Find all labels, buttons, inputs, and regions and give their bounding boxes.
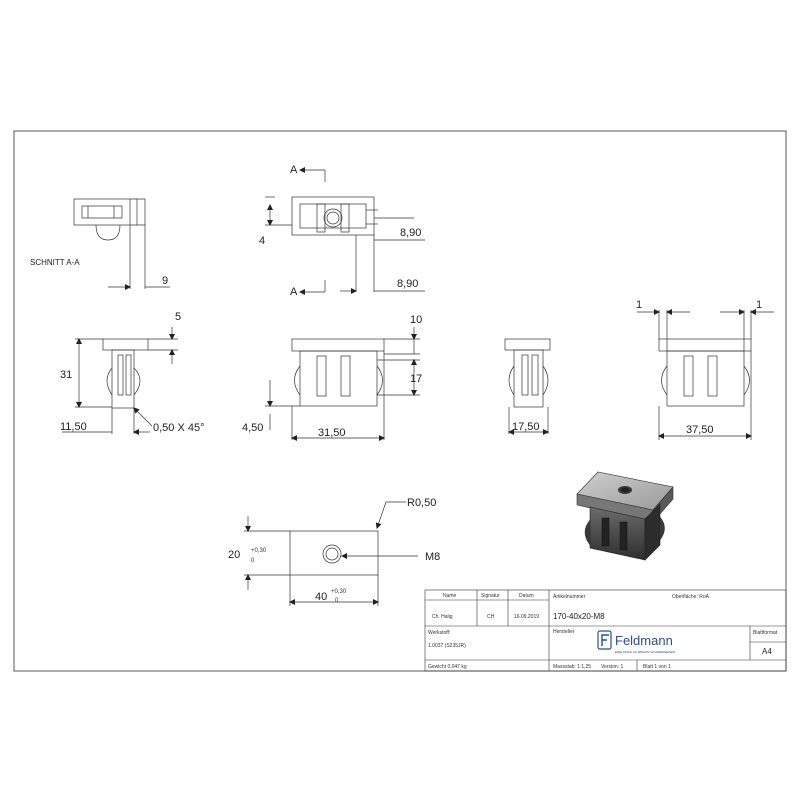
dim-plate-40-tol-minus: 0: [335, 598, 339, 604]
tb-blattformat-value: A4: [762, 647, 772, 656]
tb-artikel-value: 170-40x20-M8: [553, 612, 605, 621]
dim-plate-20: 20: [228, 549, 240, 561]
front-view: [265, 327, 420, 441]
dim-v1-chamfer: 0,50 X 45°: [153, 422, 205, 434]
tb-header-datum: Datum: [519, 593, 534, 599]
dim-v1-11-50: 11,50: [60, 421, 87, 433]
tb-gewicht: Gewicht 0,047 kg: [428, 664, 467, 670]
plate-view: [244, 501, 418, 606]
tb-blattformat-label: Blattformat: [753, 630, 778, 636]
dim-v1-5: 5: [175, 311, 181, 323]
top-view: [265, 167, 425, 295]
tb-artikel-label: Artikelnummer: [553, 594, 586, 600]
logo-subtext: EDELSTAHL ALUMINIUM SCHMIEDEEISEN: [615, 650, 675, 654]
side-view: [504, 338, 551, 435]
tb-hersteller-label: Hersteller: [553, 629, 575, 635]
tb-blatt: Blatt 1 von 1: [643, 664, 671, 670]
section-marker-bottom: A: [290, 286, 298, 298]
tb-header-signatur: Signatur: [481, 593, 500, 599]
dim-v4-1-right: 1: [756, 299, 762, 311]
tb-version: Version: 1: [601, 664, 623, 670]
dim-v2-31-50: 31,50: [318, 427, 346, 439]
dim-plate-40: 40: [315, 591, 327, 603]
isometric-render: [576, 471, 674, 561]
tb-oberflaeche: Oberfläche: RoA: [672, 594, 710, 600]
feldmann-logo: Feldmann EDELSTAHL ALUMINIUM SCHMIEDEEIS…: [597, 630, 675, 654]
section-label: SCHNITT A-A: [30, 258, 80, 267]
dim-plate-20-tol-plus: +0,30: [251, 548, 267, 554]
tb-datum: 16.09.2019: [514, 614, 539, 620]
tb-werkstoff-label: Werkstoff:: [428, 630, 450, 636]
dim-plate-thread: M8: [425, 551, 440, 563]
title-block-lines: [424, 589, 787, 672]
dim-top-8-90-b: 8,90: [397, 278, 418, 290]
dim-v4-1-left: 1: [636, 299, 642, 311]
side-view-narrow: [62, 327, 178, 435]
dim-section-9: 9: [162, 275, 168, 287]
dim-plate-radius: R0,50: [407, 497, 436, 509]
dim-v2-17: 17: [410, 373, 422, 385]
front-view-wide: [637, 309, 774, 440]
section-view-a-a: [73, 198, 170, 290]
tb-werkstoff-value: 1.0037 (S235JR): [428, 643, 466, 649]
dim-v2-10: 10: [410, 314, 422, 326]
dim-v2-4-50: 4,50: [242, 422, 263, 434]
section-marker-top: A: [290, 164, 298, 176]
drawing-frame: [13, 130, 787, 672]
dim-v1-31: 31: [60, 369, 72, 381]
tb-header-name: Name: [443, 593, 457, 599]
tb-massstab: Massstab: 1:1,25: [553, 664, 591, 670]
dim-top-8-90-a: 8,90: [400, 227, 421, 239]
logo-text: Feldmann: [615, 633, 673, 648]
tb-signatur: CH: [487, 614, 495, 620]
tb-name: Ch. Halig: [432, 614, 453, 620]
dim-v3-17-50: 17,50: [512, 421, 540, 433]
dim-plate-40-tol-plus: +0,30: [331, 589, 347, 595]
dim-plate-20-tol-minus: 0: [251, 558, 255, 564]
dim-top-4: 4: [259, 235, 265, 247]
dim-v4-37-50: 37,50: [686, 424, 714, 436]
